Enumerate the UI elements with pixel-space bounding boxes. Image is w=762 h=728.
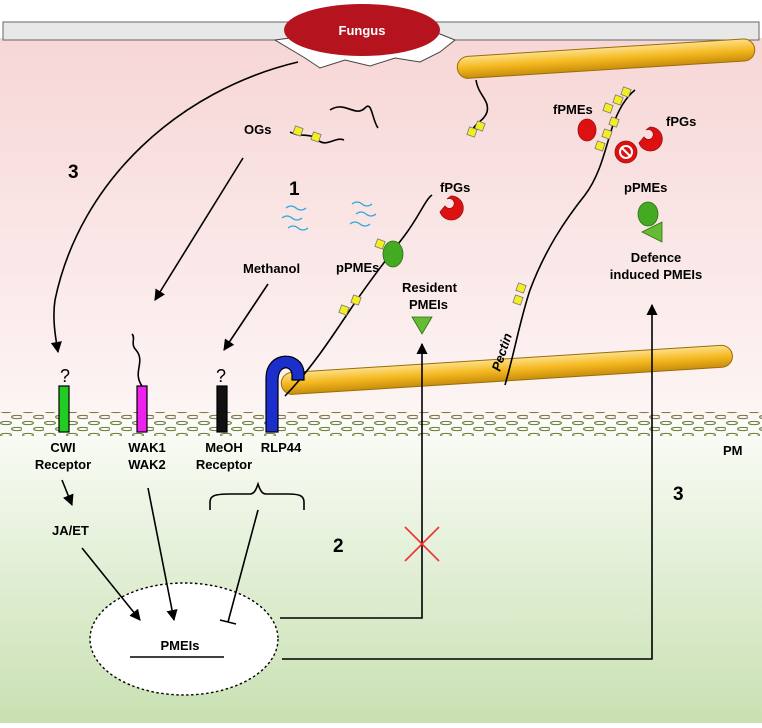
pectin-fragment-upper [471, 79, 489, 136]
ppme-enzyme-left [382, 240, 404, 268]
fpme-enzyme [577, 118, 597, 142]
methylester-groups [338, 86, 632, 316]
arrow-fungus-to-cwi [50, 61, 299, 354]
ogs-fragments [289, 105, 379, 144]
arrow-pmeis-to-defence [282, 303, 658, 660]
fpmes-label: fPMEs [553, 102, 593, 117]
wak-receptor [136, 385, 148, 433]
fpg-enzyme-left [439, 195, 464, 221]
resident-pmeis-label-1: Resident [402, 280, 458, 295]
ja-et-label: JA/ET [52, 523, 89, 538]
arrow-ogs-to-wak [154, 157, 244, 301]
fpgs-right-label: fPGs [666, 114, 696, 129]
inhibition-bar [219, 619, 237, 625]
arrow-wak-to-pmeis [147, 487, 178, 622]
defence-pmei-icon [641, 221, 663, 243]
pathway-number-3-right: 3 [673, 484, 684, 505]
methanol-label: Methanol [243, 261, 300, 276]
cwi-receptor [58, 385, 70, 433]
fungus-label: Fungus [339, 23, 386, 38]
wak-bound-og [131, 333, 143, 387]
cwi-label-2: Receptor [35, 457, 91, 472]
receptor-group-brace [209, 481, 305, 510]
cytoplasm-region [0, 420, 762, 723]
ppme-enzyme-right [637, 201, 659, 227]
defence-label-1: Defence [631, 250, 682, 265]
meoh-receptor [216, 385, 228, 433]
arrow-cwi-to-jaet [61, 479, 74, 507]
ppmes-right-label: pPMEs [624, 180, 667, 195]
cwi-label-1: CWI [50, 440, 75, 455]
pm-label: PM [723, 443, 743, 458]
cellulose-microfibril-lower [280, 344, 733, 395]
cwi-receptor-question: ? [60, 366, 70, 386]
methanol-molecules [281, 201, 377, 231]
blocked-cross [404, 526, 440, 562]
pmeis-cell-label: PMEIs [160, 638, 199, 653]
meoh-receptor-question: ? [216, 366, 226, 386]
wak-label-1: WAK1 [128, 440, 166, 455]
pectin-strand-left [284, 194, 433, 397]
pathway-number-2: 2 [333, 536, 344, 557]
arrow-pmeis-to-resident [280, 342, 428, 619]
fpg-enzyme-right [638, 126, 663, 152]
pathway-number-1: 1 [289, 179, 300, 200]
ogs-label: OGs [244, 122, 271, 137]
defence-label-2: induced PMEIs [610, 267, 702, 282]
wak-label-2: WAK2 [128, 457, 166, 472]
rlp44-receptor [265, 355, 305, 433]
fungus-body [284, 4, 440, 56]
inhibition-line [227, 509, 259, 623]
cellulose-microfibril-upper [456, 38, 756, 79]
resident-pmeis-label-2: PMEIs [409, 297, 448, 312]
arrow-jaet-to-pmeis [81, 547, 141, 621]
inhibited-enzyme-icon [614, 140, 638, 164]
arrow-methanol-to-meoh [223, 283, 269, 351]
rlp44-label: RLP44 [261, 440, 302, 455]
meoh-label-1: MeOH [205, 440, 243, 455]
plasma-membrane [0, 412, 762, 436]
ppmes-left-label: pPMEs [336, 260, 379, 275]
pathway-number-3-left: 3 [68, 162, 79, 183]
fpgs-left-label: fPGs [440, 180, 470, 195]
meoh-label-2: Receptor [196, 457, 252, 472]
resident-pmei-icon [411, 316, 433, 335]
